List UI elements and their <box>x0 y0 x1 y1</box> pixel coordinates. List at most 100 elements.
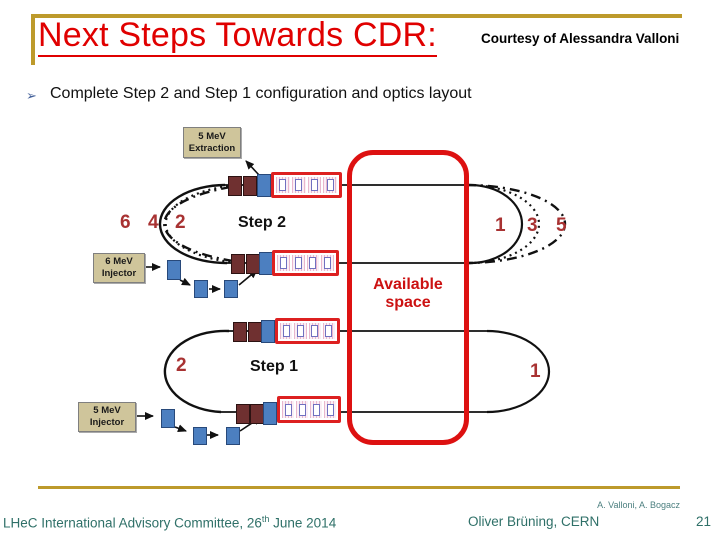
rf-cavity-section <box>272 250 339 276</box>
rf-coupler-icon <box>298 403 306 416</box>
extraction-label-box: 5 MeV Extraction <box>183 127 241 158</box>
footer-credit: A. Valloni, A. Bogacz <box>597 500 680 510</box>
rf-coupler-icon <box>279 257 287 269</box>
rf-cavity-cell <box>310 401 322 418</box>
page-title: Next Steps Towards CDR: <box>38 16 437 58</box>
dipole-magnet <box>231 254 245 274</box>
injector5-label-box: 5 MeV Injector <box>78 402 136 432</box>
courtesy-note: Courtesy of Alessandra Valloni <box>481 31 680 46</box>
available-space-box <box>347 150 469 445</box>
injector5-label-line1: 5 MeV <box>93 405 121 417</box>
arrow-bullet-icon: ➢ <box>26 88 37 103</box>
rf-coupler-icon <box>326 403 334 416</box>
dipole-magnet <box>246 254 260 274</box>
injector6-label-line1: 6 MeV <box>105 256 133 268</box>
dipole-magnet <box>248 322 262 342</box>
rf-cavity-cell <box>306 255 320 271</box>
dipole-magnet <box>243 176 257 196</box>
chicane-magnet <box>226 427 240 445</box>
rf-coupler-icon <box>326 179 334 191</box>
footer-date-superscript: th <box>261 514 270 524</box>
arc-step2-right-pass3 <box>467 183 541 265</box>
rf-coupler-icon <box>311 325 319 337</box>
injector6-label-line2: Injector <box>101 268 137 279</box>
arc-step1-left-pass2 <box>163 329 230 414</box>
available-space-label: Available space <box>347 276 469 313</box>
dipole-magnet <box>233 322 247 342</box>
chicane-magnet <box>193 427 207 445</box>
chicane-magnet <box>167 260 181 280</box>
pass-number-4: 4 <box>148 212 159 233</box>
arc-step2-right-pass1 <box>469 183 524 265</box>
rf-coupler-icon <box>310 179 318 191</box>
rf-coupler-icon <box>294 257 302 269</box>
footer-date-rest: June 2014 <box>269 515 337 531</box>
rf-cavity-cell <box>322 323 335 339</box>
rf-cavity-cell <box>324 401 336 418</box>
dipole-magnet <box>228 176 242 196</box>
footer-committee-text: LHeC International Advisory Committee, 2… <box>3 515 262 531</box>
pass-number-2-bottom: 2 <box>176 355 187 376</box>
extraction-label-line2: Extraction <box>188 142 236 154</box>
quadrupole-magnet <box>261 320 275 343</box>
arc-step1-right-pass1 <box>486 329 551 414</box>
injector5-label-line2: Injector <box>89 417 125 428</box>
quadrupole-magnet <box>257 174 271 197</box>
pass-number-6: 6 <box>120 212 131 233</box>
extraction-label-line1: 5 MeV <box>198 130 226 142</box>
rf-coupler-icon <box>295 179 303 191</box>
rf-coupler-icon <box>282 325 290 337</box>
rf-coupler-icon <box>279 179 287 191</box>
rf-coupler-icon <box>309 257 317 269</box>
step2-chicane-arrow-1 <box>179 277 191 286</box>
arc-step2-left-pass2 <box>158 183 228 265</box>
pass-number-1-bottom: 1 <box>530 361 541 382</box>
rf-cavity-cell <box>308 323 321 339</box>
step1-chicane-arrow-1 <box>174 424 187 433</box>
rf-coupler-icon <box>325 325 333 337</box>
rf-cavity-section <box>277 396 341 423</box>
footer-divider <box>38 486 680 489</box>
extraction-arrow <box>245 160 260 176</box>
quadrupole-magnet <box>263 402 277 425</box>
footer-presenter: Oliver Brüning, CERN <box>468 514 600 529</box>
quadrupole-magnet <box>259 252 273 275</box>
rf-cavity-cell <box>280 323 293 339</box>
pass-number-1-top: 1 <box>495 215 506 236</box>
dipole-magnet <box>236 404 250 424</box>
rf-cavity-cell <box>291 255 305 271</box>
rf-cavity-cell <box>321 255 334 271</box>
rf-cavity-cell <box>294 323 307 339</box>
rf-cavity-cell <box>282 401 294 418</box>
rf-cavity-cell <box>296 401 308 418</box>
title-frame <box>31 14 682 65</box>
rf-coupler-icon <box>296 325 304 337</box>
rf-cavity-cell <box>276 177 290 193</box>
chicane-magnet <box>161 409 175 428</box>
page-number: 21 <box>696 514 712 529</box>
chicane-magnet <box>224 280 238 298</box>
rf-coupler-icon <box>324 257 332 269</box>
rf-coupler-icon <box>284 403 292 416</box>
pass-number-5: 5 <box>556 215 567 236</box>
pass-number-2-top: 2 <box>175 212 186 233</box>
dipole-magnet <box>250 404 264 424</box>
chicane-magnet <box>194 280 208 298</box>
available-space-line1: Available <box>373 276 443 293</box>
rf-cavity-section <box>271 172 342 198</box>
rf-cavity-cell <box>277 255 290 271</box>
rf-cavity-cell <box>323 177 337 193</box>
rf-coupler-icon <box>312 403 320 416</box>
rf-cavity-cell <box>291 177 306 193</box>
footer-committee: LHeC International Advisory Committee, 2… <box>3 514 336 531</box>
step2-label: Step 2 <box>238 214 287 231</box>
rf-cavity-cell <box>307 177 322 193</box>
arc-step2-right-pass5 <box>465 183 567 265</box>
pass-number-3: 3 <box>527 215 538 236</box>
step1-label: Step 1 <box>250 358 299 375</box>
arc-step2-left-pass4 <box>164 184 231 264</box>
available-space-line2: space <box>385 294 431 312</box>
injector6-label-box: 6 MeV Injector <box>93 253 145 283</box>
